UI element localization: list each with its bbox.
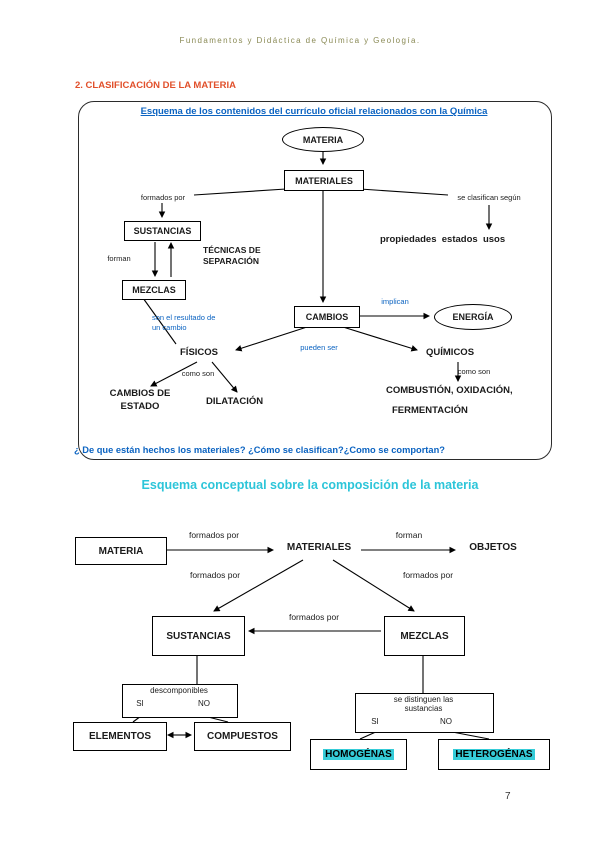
text-tecnicas-separacion: TÉCNICAS DE SEPARACIÓN [203, 245, 261, 267]
label2-forman: forman [395, 529, 423, 540]
text-propiedades-estados-usos: propiedades estados usos [380, 234, 506, 245]
map1-frame [78, 101, 552, 460]
box-descomponibles [122, 684, 238, 718]
label2-descomponibles: descomponibles [150, 686, 208, 695]
label2-formados-por-top: formados por [188, 529, 240, 540]
node-energia: ENERGÍA [434, 304, 512, 330]
document-header: Fundamentos y Didáctica de Química y Geo… [179, 36, 421, 45]
map2-edges [132, 546, 490, 740]
label-resultado-line1: son el resultado de [152, 313, 216, 322]
text-quimicos: QUÍMICOS [426, 347, 475, 358]
label2-se-distinguen-line2: sustancias [404, 704, 443, 713]
node-mezclas: MEZCLAS [122, 280, 186, 300]
edge-cambios-fisicos [235, 326, 308, 352]
text-dilatacion: DILATACIÓN [206, 396, 264, 407]
edge-fisicos-cambiosestado [150, 361, 198, 387]
label-como-son-izquierda: como son [181, 368, 215, 378]
label-resultado-cambio: son el resultado de un cambio [152, 313, 215, 332]
node2-homogenas: HOMOGÉNAS [310, 739, 407, 770]
node-cambios: CAMBIOS [294, 306, 360, 328]
text-cambios-de-estado: CAMBIOS DE ESTADO [98, 388, 182, 413]
node2-sustancias: SUSTANCIAS [152, 616, 245, 656]
node-materiales: MATERIALES [284, 170, 364, 191]
text-cambios-estado-line2: ESTADO [120, 400, 160, 412]
label-pueden-ser: pueden ser [300, 342, 338, 352]
text2-materiales: MATERIALES [286, 542, 352, 553]
edge-mezclas-fisicos [142, 297, 177, 345]
page-number: 7 [505, 791, 511, 802]
label2-formados-por-izquierda: formados por [189, 569, 241, 580]
label2-no-distinguen: NO [440, 717, 452, 726]
label-formados-por: formados por [140, 192, 186, 202]
label-resultado-line2: un cambio [152, 322, 187, 332]
text2-objetos: OBJETOS [469, 542, 517, 553]
text-combustion-oxidacion: COMBUSTIÓN, OXIDACIÓN, [386, 385, 513, 396]
map1-edges [142, 151, 493, 393]
text-tecnicas-line2: SEPARACIÓN [203, 256, 260, 266]
edge-materiales2-sustancias2 [213, 559, 304, 612]
box-se-distinguen [355, 693, 494, 733]
text-fisicos: FÍSICOS [180, 347, 219, 358]
section-heading: 2. CLASIFICACIÓN DE LA MATERIA [75, 80, 236, 91]
label2-formados-por-derecha: formados por [402, 569, 454, 580]
map1-title: Esquema de los contenidos del currículo … [140, 106, 488, 117]
node2-compuestos: COMPUESTOS [194, 722, 291, 751]
text-tecnicas-line1: TÉCNICAS DE [203, 245, 261, 255]
edge-fisicos-dilatacion [211, 361, 238, 393]
node-materia: MATERIA [282, 127, 364, 152]
edge-materiales-seclasifican [359, 188, 449, 196]
text2-homogenas-highlight: HOMOGÉNAS [323, 749, 394, 760]
label-se-clasifican-segun: se clasifican según [457, 192, 521, 202]
node2-materia: MATERIA [75, 537, 167, 565]
label-forman: forman [107, 253, 131, 263]
map1-question: ¿ De que están hechos los materiales? ¿C… [74, 445, 445, 455]
text2-heterogenas-highlight: HETEROGÉNAS [453, 749, 535, 760]
map2-title: Esquema conceptual sobre la composición … [141, 478, 479, 492]
node2-heterogenas: HETEROGÉNAS [438, 739, 550, 770]
node2-mezclas: MEZCLAS [384, 616, 465, 656]
node-sustancias: SUSTANCIAS [124, 221, 201, 241]
text-cambios-estado-line1: CAMBIOS DE [109, 388, 171, 399]
label-como-son-derecha: como son [457, 366, 491, 376]
label2-si-distinguen: SI [371, 717, 379, 726]
label2-formados-por-medio: formados por [288, 611, 340, 622]
label2-si-descomponibles: SI [136, 699, 144, 708]
label2-no-descomponibles: NO [198, 699, 210, 708]
label2-se-distinguen-line1: se distinguen las [393, 695, 454, 704]
node2-elementos: ELEMENTOS [73, 722, 167, 751]
label-implican: implican [381, 296, 409, 306]
edge-materiales-formadospor [193, 188, 287, 196]
edge-cambios-quimicos [342, 326, 418, 352]
edge-materiales2-mezclas2 [332, 559, 415, 612]
text-fermentacion: FERMENTACIÓN [392, 405, 468, 416]
